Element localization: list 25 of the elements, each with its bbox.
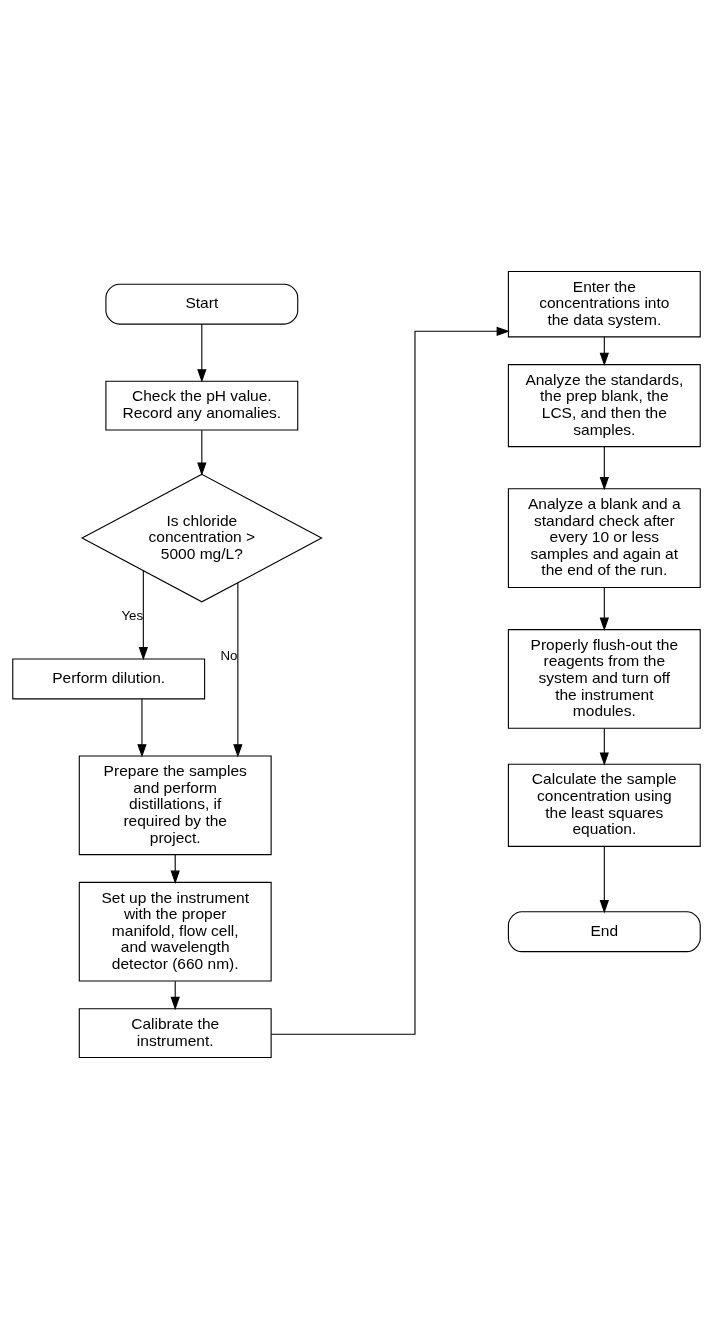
node-box: Check the pH value. Record any anomalies. [105, 380, 299, 431]
edge-label: No [220, 648, 238, 664]
node-box: Properly flush-out the reagents from the system and turn off the instrument modules. [507, 629, 701, 729]
arrow [197, 429, 207, 476]
node-box: Prepare the samples and perform distillations, if required by the project. [78, 755, 272, 856]
arrow [270, 326, 510, 1035]
node-box: End [507, 911, 701, 953]
node-box: Start [105, 283, 299, 325]
node-box: Analyze the standards, the prep blank, the LCS, and then the samples. [507, 364, 701, 448]
edge-label: Yes [121, 607, 144, 623]
arrow [599, 446, 609, 491]
arrow [233, 582, 243, 758]
node-box: Perform dilution. [12, 658, 206, 700]
arrow [599, 587, 609, 631]
node-box: Calculate the sample concentration using the least squares equation. [507, 763, 701, 847]
node-box: Calibrate the instrument. [78, 1008, 272, 1059]
node-box: Analyze a blank and a standard check after every 10 or less samples and again at the end of the run. [507, 488, 701, 588]
arrow [599, 727, 609, 766]
arrow [197, 323, 207, 383]
arrow [138, 570, 148, 661]
node-diamond: Is chloride concentration > 5000 mg/L? [80, 473, 323, 603]
node-box: Set up the instrument with the proper manifold, flow cell, and wavelength detector (660 nm). [78, 881, 272, 982]
arrow [137, 698, 147, 758]
arrow [599, 845, 609, 914]
node-box: Enter the concentrations into the data system. [507, 270, 701, 338]
